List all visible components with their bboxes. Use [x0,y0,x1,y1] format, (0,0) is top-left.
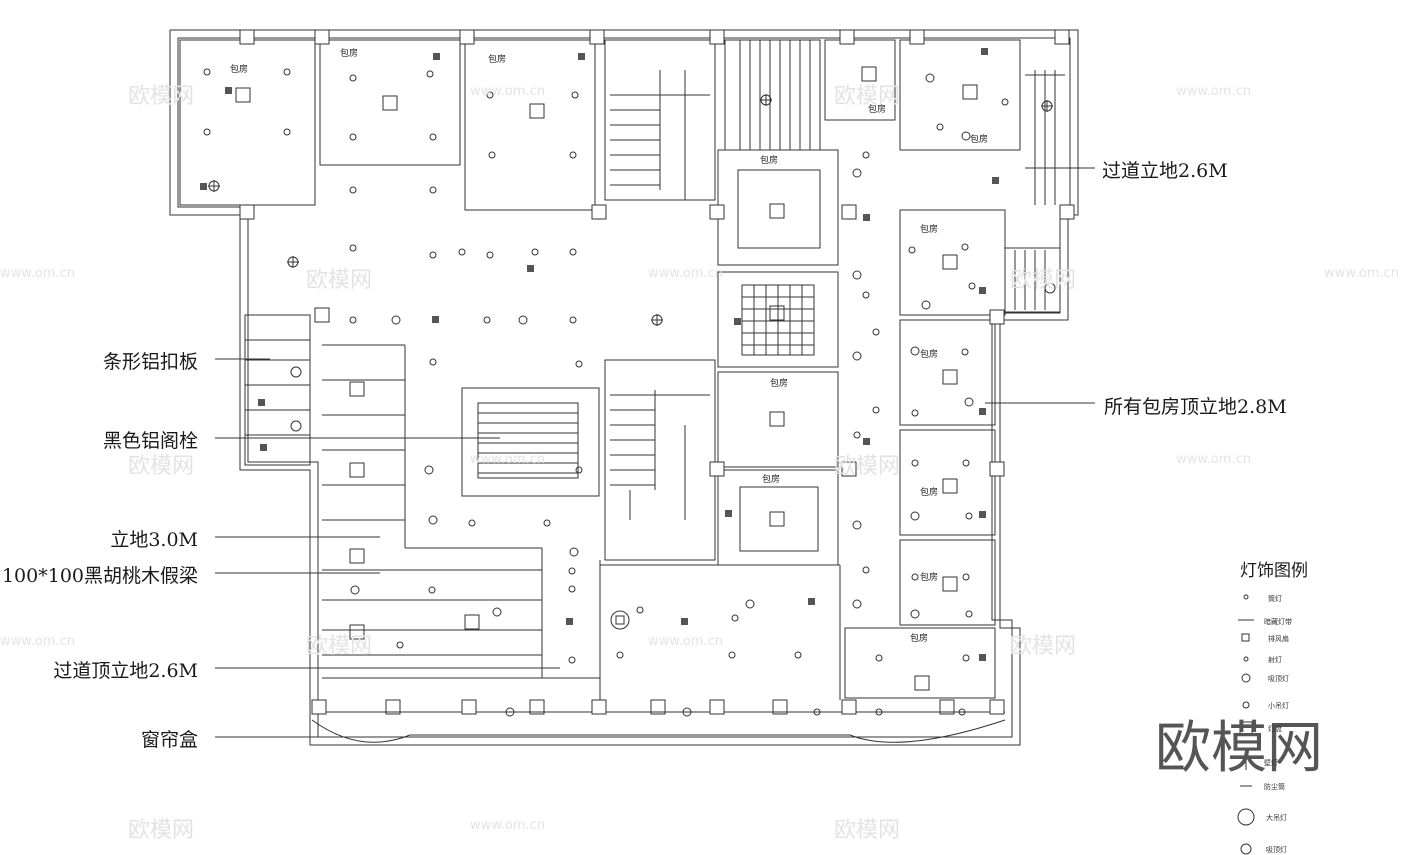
room-label: 包房 [770,379,789,389]
legend-item: 射灯 [1268,656,1282,664]
legend-item: 大吊灯 [1266,814,1287,822]
room-right-5 [844,627,996,699]
strip-area [244,314,311,466]
room-label: 包房 [920,350,939,360]
watermark: 欧模网 [306,634,373,659]
watermark-url: www.om.cn [1176,452,1251,467]
room-label: 包房 [970,135,989,145]
legend-title: 灯饰图例 [1240,561,1308,581]
stair-top [604,39,716,201]
room-label: 包房 [920,488,939,498]
stair-right [1004,247,1061,314]
strip-area-lines [245,339,310,436]
watermark: 欧模网 [128,84,195,109]
label-private-rooms-height: 所有包房顶立地2.8M [1104,396,1287,418]
legend-item: 壁灯 [1264,759,1278,767]
room-center-4-inner [739,486,819,552]
outer-wall [169,29,1079,746]
room-label: 包房 [920,573,939,583]
label-corridor-height: 过道顶立地2.6M [53,660,198,682]
room-right-4 [899,539,996,626]
watermark-url: www.om.cn [470,818,545,833]
stair-top-lines [610,70,710,200]
watermark-url: www.om.cn [0,266,75,281]
chandeliers [208,94,1056,630]
watermark: 欧模网 [834,454,901,479]
watermark-url: www.om.cn [1324,266,1399,281]
legend-item: 排风扇 [1268,635,1289,643]
stair-center-lines [610,390,710,520]
room-label: 包房 [760,156,779,166]
watermark-url: www.om.cn [1176,84,1251,99]
room-top-3 [464,39,596,211]
watermark-url: www.om.cn [648,634,723,649]
label-curtain-box: 窗帘盒 [140,729,198,751]
legend-symbols [1237,594,1255,855]
watermark: 欧模网 [128,818,195,843]
room-right-2 [899,319,996,426]
light-fixtures [203,68,1009,717]
grille-lines [478,412,578,474]
watermark-url: www.om.cn [648,266,723,281]
watermark: 欧模网 [1010,268,1077,293]
room-label: 包房 [920,225,939,235]
stair-right-lines [1014,250,1046,310]
watermark: 欧模网 [834,818,901,843]
legend-item: 灯盘 [1268,725,1282,733]
room-label: 包房 [230,65,249,75]
watermark: 欧模网 [1010,634,1077,659]
label-corridor-height-right: 过道立地2.6M [1102,160,1228,182]
watermark-url: www.om.cn [470,452,545,467]
room-label: 包房 [762,475,781,485]
room-top-5 [824,39,896,121]
room-center-2 [717,271,839,368]
downlight-boxes [235,66,978,715]
room-label: 包房 [340,49,359,59]
grille-inner [477,402,579,479]
room-label: 包房 [910,634,929,644]
legend-item: 吸顶灯 [1268,675,1289,683]
watermark: 欧模网 [306,268,373,293]
exhaust-fans [200,48,999,661]
wood-slats-top [739,40,1065,205]
label-height-3m: 立地3.0M [110,529,198,551]
watermark: 欧模网 [834,84,901,109]
brand-logo-watermark: 欧模网 [1155,716,1323,781]
legend-item: 吸顶灯 [1266,846,1287,854]
room-center-3 [717,371,839,468]
grille-block [461,387,600,497]
columns [239,29,1075,715]
room-label: 包房 [488,55,507,65]
watermark-url: www.om.cn [0,634,75,649]
leader-lines [215,167,1095,738]
legend-item: 筒灯 [1268,595,1282,603]
watermark-url: www.om.cn [470,84,545,99]
room-center-1-inner [737,169,821,249]
room-label: 包房 [868,105,887,115]
watermark: 欧模网 [128,454,195,479]
room-top-4 [724,39,821,151]
room-right-1 [899,209,1006,316]
bay-window [311,719,1006,743]
slat-lines-left [322,344,600,679]
room-top-2 [319,39,461,166]
stair-center [604,359,716,561]
label-strip-ceiling: 条形铝扣板 [102,351,198,373]
label-black-grille: 黑色铝阁栓 [102,430,198,452]
legend-item: 小吊灯 [1268,702,1289,710]
room-right-3 [899,429,996,536]
room-top-6 [899,39,1021,151]
legend-item: 暗藏灯带 [1264,618,1292,626]
legend-item: 防尘筒 [1264,783,1285,791]
label-walnut-beam: 100*100黑胡桃木假梁 [1,565,198,587]
